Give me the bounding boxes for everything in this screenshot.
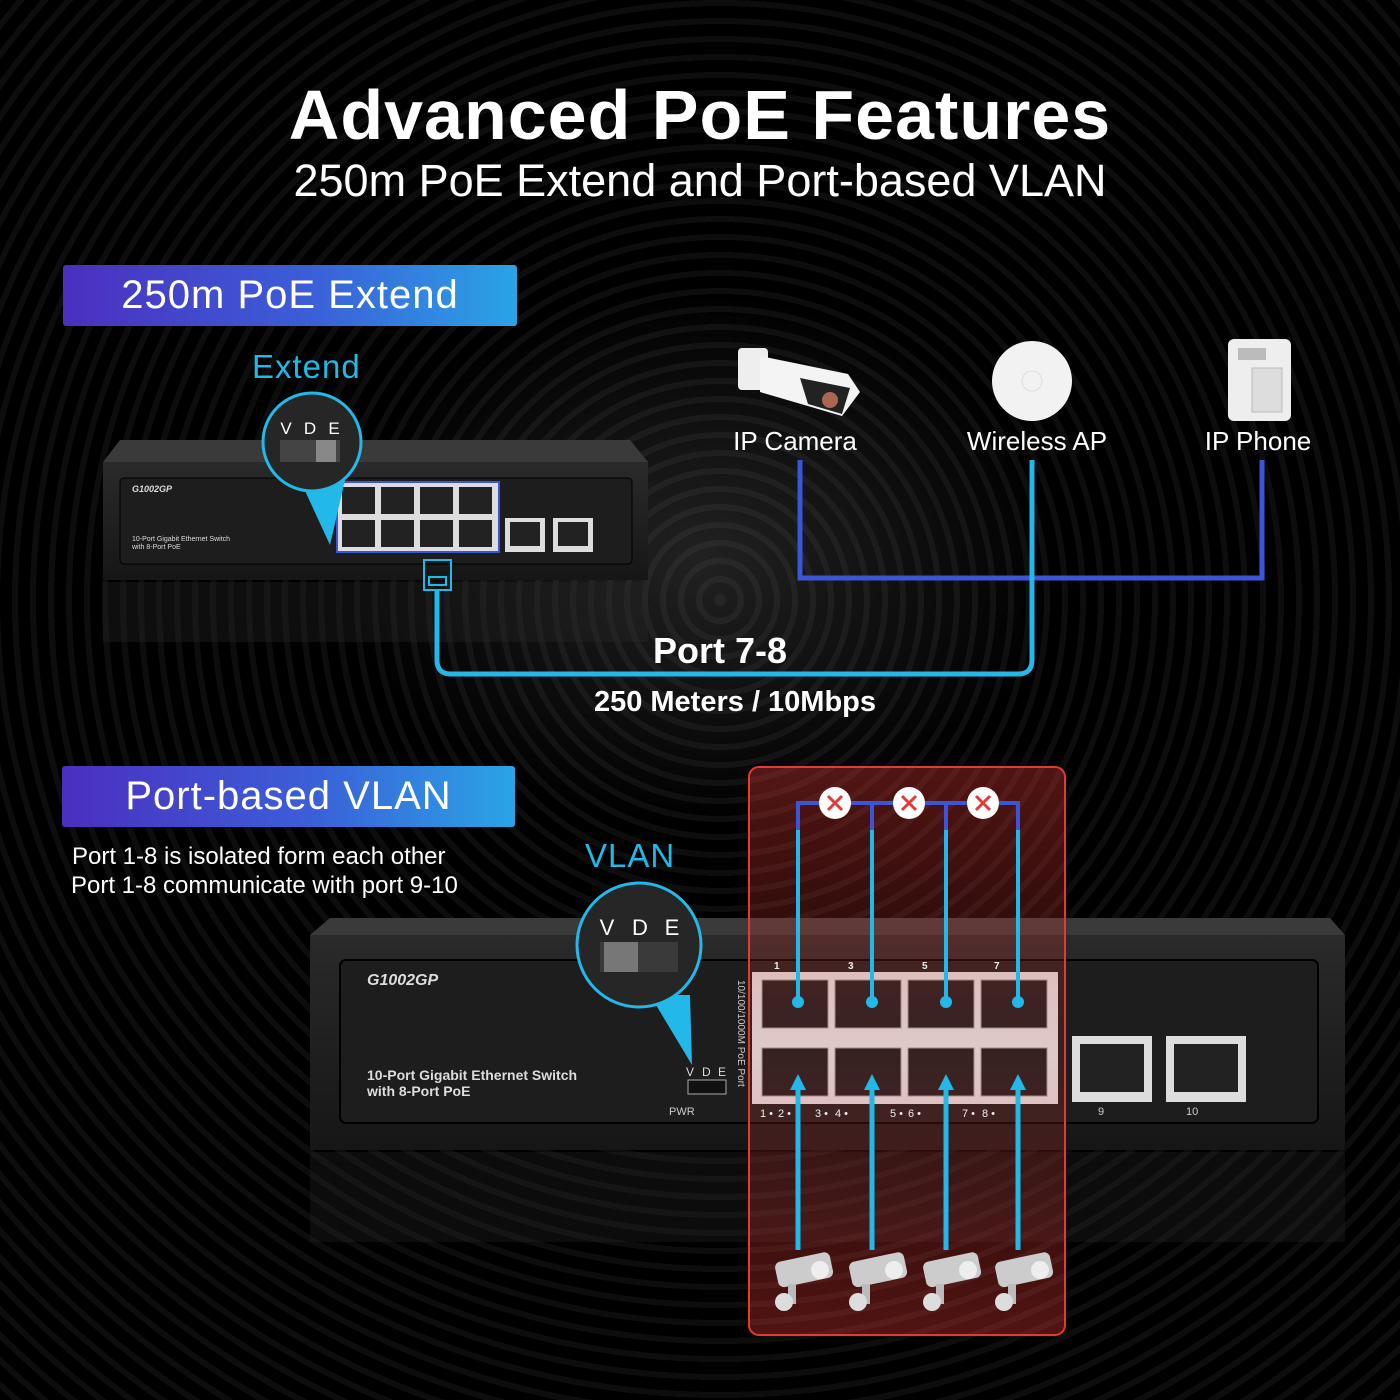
extend-banner: 250m PoE Extend bbox=[63, 265, 517, 326]
blocked-x-icon bbox=[819, 787, 851, 819]
small-switch-port bbox=[459, 487, 492, 514]
small-switch-port bbox=[459, 520, 492, 547]
device-label-ip-phone: IP Phone bbox=[1204, 426, 1312, 456]
wireless-ap-icon bbox=[992, 341, 1072, 421]
vlan-banner: Port-based VLAN bbox=[62, 766, 515, 827]
small-dip-e: E bbox=[718, 1065, 726, 1079]
bottom-port-number: 7 • bbox=[962, 1108, 975, 1120]
top-port-number: 7 bbox=[994, 961, 1000, 972]
extend-cable-line bbox=[434, 460, 1035, 677]
port-dot bbox=[940, 996, 952, 1008]
small-switch-port bbox=[420, 487, 453, 514]
bottom-port-number: 8 • bbox=[982, 1108, 995, 1120]
bottom-port-number: 5 • bbox=[890, 1108, 903, 1120]
bottom-port-number: 1 • bbox=[760, 1108, 773, 1120]
small-switch-port bbox=[342, 520, 375, 547]
dip-v: V bbox=[280, 419, 292, 438]
small-switch-desc-1: 10-Port Gigabit Ethernet Switch bbox=[132, 536, 230, 543]
bottom-port-number: 2 • bbox=[778, 1108, 791, 1120]
ip-camera-icon bbox=[738, 348, 860, 416]
blocked-x-icon bbox=[967, 787, 999, 819]
arrow-up-icon bbox=[1010, 1074, 1026, 1090]
page-title: Advanced PoE Features bbox=[288, 76, 1112, 154]
small-switch-port bbox=[381, 520, 414, 547]
bottom-port-number: 3 • bbox=[815, 1108, 828, 1120]
device-label-wireless-ap: Wireless AP bbox=[966, 426, 1108, 456]
blocked-x-icon bbox=[893, 787, 925, 819]
dip-d: D bbox=[632, 915, 648, 940]
device-label-ip-camera: IP Camera bbox=[733, 426, 857, 456]
port-number-labels: 10/100/1000M PoE Port 1 3 5 7 1 • 2 • 3 • 4 • 5 … bbox=[735, 961, 1000, 1120]
switch-desc-2: with 8-Port PoE bbox=[366, 1083, 470, 1099]
small-switch-port bbox=[420, 520, 453, 547]
distance-label: 250 Meters / 10Mbps bbox=[593, 686, 877, 718]
port-dot bbox=[792, 996, 804, 1008]
dip-d: D bbox=[304, 419, 316, 438]
arrow-up-icon bbox=[790, 1074, 806, 1090]
port-dot bbox=[866, 996, 878, 1008]
port-label: Port 7-8 bbox=[652, 630, 788, 671]
small-switch-port bbox=[342, 487, 375, 514]
switch-desc-1: 10-Port Gigabit Ethernet Switch bbox=[367, 1067, 577, 1083]
ip-camera-icon bbox=[923, 1252, 982, 1311]
page-subtitle: 250m PoE Extend and Port-based VLAN bbox=[293, 155, 1107, 206]
port-9-label: 9 bbox=[1098, 1106, 1104, 1118]
dip-e: E bbox=[328, 419, 339, 438]
poe-port-label: 10/100/1000M PoE Port bbox=[735, 980, 746, 1087]
switch-model: G1002GP bbox=[367, 972, 438, 989]
port-10-label: 10 bbox=[1186, 1106, 1198, 1118]
small-switch-port bbox=[381, 487, 414, 514]
ip-camera-icon bbox=[995, 1252, 1054, 1311]
pwr-label: PWR bbox=[669, 1106, 695, 1118]
top-port-number: 5 bbox=[922, 961, 928, 972]
small-switch-model: G1002GP bbox=[132, 484, 173, 494]
dip-e: E bbox=[665, 915, 680, 940]
top-port-number: 3 bbox=[848, 961, 854, 972]
dip-v: V bbox=[600, 915, 615, 940]
vlan-note-1: Port 1-8 is isolated form each other bbox=[72, 843, 446, 870]
port-dot bbox=[1012, 996, 1024, 1008]
bottom-port-number: 4 • bbox=[835, 1108, 848, 1120]
small-dip-d: D bbox=[702, 1065, 711, 1079]
isolation-box bbox=[748, 766, 1066, 1336]
small-switch-desc-2: with 8-Port PoE bbox=[131, 544, 181, 551]
ip-camera-icon bbox=[775, 1252, 834, 1311]
extend-dip-zoom: V D E bbox=[261, 391, 363, 545]
ip-camera-icon bbox=[849, 1252, 908, 1311]
extend-label: Extend bbox=[252, 348, 361, 385]
vlan-dip-zoom: V D E bbox=[575, 881, 703, 1065]
ip-phone-icon bbox=[1228, 339, 1291, 421]
top-port-number: 1 bbox=[774, 961, 780, 972]
small-switch: G1002GP 10-Port Gigabit Ethernet Switch … bbox=[103, 440, 648, 642]
small-dip-v: V bbox=[686, 1065, 694, 1079]
bottom-port-number: 6 • bbox=[908, 1108, 921, 1120]
arrow-up-icon bbox=[938, 1074, 954, 1090]
vlan-note-2: Port 1-8 communicate with port 9-10 bbox=[71, 872, 458, 899]
vlan-label: VLAN bbox=[585, 837, 676, 874]
arrow-up-icon bbox=[864, 1074, 880, 1090]
